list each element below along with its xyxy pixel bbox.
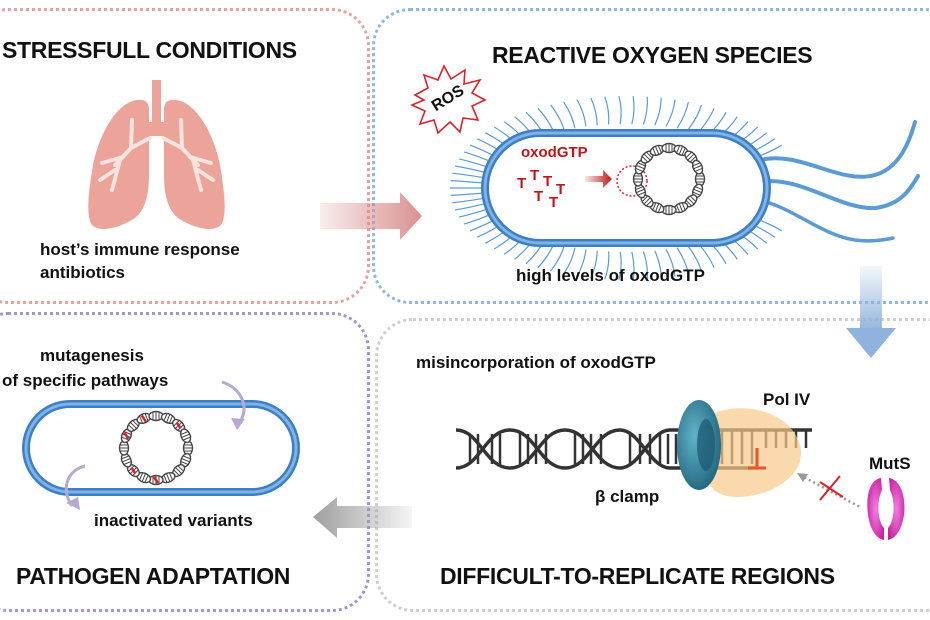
pilus xyxy=(458,158,490,169)
ros-burst-icon xyxy=(410,64,487,135)
mutated-chromosome-icon xyxy=(118,410,194,486)
pilus xyxy=(687,245,702,272)
nucleotide-glyph: T xyxy=(556,181,565,198)
mutation-mark xyxy=(175,421,182,430)
pilus xyxy=(576,99,587,127)
pilus xyxy=(642,251,648,280)
pilus xyxy=(452,197,485,204)
pathogen-adaptation-title: PATHOGEN ADAPTATION xyxy=(16,563,291,589)
pilus xyxy=(618,251,622,281)
muts-protein-icon xyxy=(867,478,905,540)
beta-clamp-label: β clamp xyxy=(595,487,660,506)
pilus xyxy=(604,251,610,280)
pol-iv-label: Pol IV xyxy=(763,390,811,409)
arrow-right-icon xyxy=(320,192,422,240)
immune-response-label: host’s immune response xyxy=(40,240,240,259)
adapted-bacterium-cell xyxy=(22,400,300,496)
pilus xyxy=(697,108,715,134)
mutation-mark xyxy=(123,432,130,440)
antibiotics-label: antibiotics xyxy=(40,263,126,282)
polymerase-iv-shape xyxy=(703,408,802,498)
high-levels-caption: high levels of oxodGTP xyxy=(516,266,705,285)
pilus xyxy=(450,192,483,196)
pilus xyxy=(676,101,689,129)
nucleotide-glyph: T xyxy=(517,175,526,192)
pilus xyxy=(631,251,635,280)
mutagenesis-label: mutagenesis xyxy=(40,346,144,365)
small-red-arrow-icon xyxy=(585,170,612,188)
pilus xyxy=(563,247,576,275)
oxodgtp-mismatch xyxy=(748,448,766,470)
pilus xyxy=(654,97,662,126)
dna-segment xyxy=(148,410,164,422)
difficult-regions-title: DIFFICULT-TO-REPLICATE REGIONS xyxy=(440,563,835,589)
blocked-access-arrow-icon xyxy=(797,473,861,509)
nucleotide-glyph: T xyxy=(534,188,543,205)
mutation-mark xyxy=(130,466,137,475)
lungs-icon xyxy=(88,80,225,229)
panel-difficult-regions xyxy=(375,318,930,612)
pilus xyxy=(687,104,702,131)
mutation-mark xyxy=(152,476,160,484)
nucleotide-glyph: T xyxy=(549,194,558,211)
arrow-down-icon xyxy=(846,266,896,358)
pilus xyxy=(631,96,635,125)
damage-highlight-circle xyxy=(616,165,648,197)
pilus xyxy=(642,96,648,125)
pilus xyxy=(676,247,689,275)
pilus xyxy=(618,95,622,125)
pilus xyxy=(576,249,587,277)
pilus xyxy=(697,242,715,268)
pilus xyxy=(454,165,487,174)
misincorporation-caption: misincorporation of oxodGTP xyxy=(416,353,656,372)
panel-reactive-oxygen-species xyxy=(372,8,930,304)
pilus xyxy=(590,97,598,126)
inactivated-variants-label: inactivated variants xyxy=(94,511,253,530)
pilus xyxy=(454,202,487,211)
bacterium-flagella xyxy=(755,120,920,243)
dna-segment xyxy=(118,440,130,456)
pilus xyxy=(563,101,576,129)
pilus xyxy=(452,172,485,179)
nucleotide-glyph: T xyxy=(530,167,539,184)
pilus xyxy=(450,180,483,184)
specific-pathways-label: of specific pathways xyxy=(2,371,169,390)
pilus xyxy=(550,245,565,272)
dna-segment xyxy=(182,440,194,456)
panel-stressful-conditions xyxy=(0,8,370,304)
mutation-mark xyxy=(140,414,147,423)
nucleotide-glyph: T xyxy=(543,173,552,190)
ros-title: REACTIVE OXYGEN SPECIES xyxy=(492,42,813,68)
pilus xyxy=(458,207,490,218)
pilus xyxy=(665,249,676,277)
muts-label: MutS xyxy=(869,454,911,473)
pilus xyxy=(590,250,598,279)
pilus xyxy=(550,104,565,131)
cycle-arrow-icon xyxy=(64,380,246,510)
pilus xyxy=(654,250,662,279)
arrow-left-icon xyxy=(313,497,412,538)
pilus xyxy=(604,96,610,125)
pilus xyxy=(665,99,676,127)
stressful-conditions-title: STRESSFULL CONDITIONS xyxy=(2,37,297,63)
panel-pathogen-adaptation xyxy=(0,312,370,612)
oxodgtp-label: oxodGTP xyxy=(521,144,588,161)
beta-clamp-icon xyxy=(677,400,721,490)
